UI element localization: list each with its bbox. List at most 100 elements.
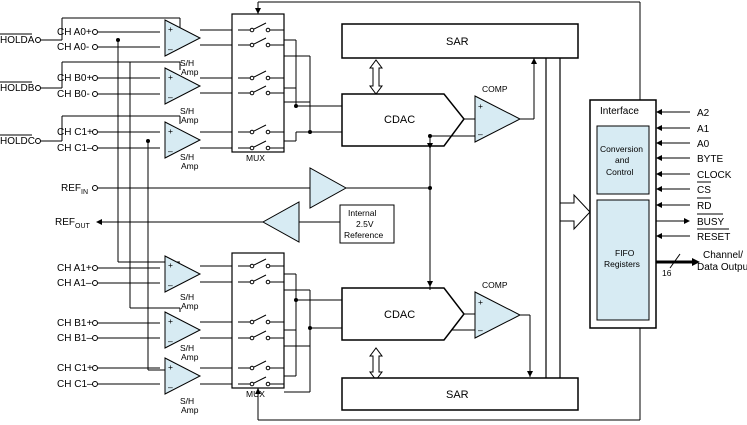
pin-reset: RESET bbox=[697, 232, 730, 243]
svg-text:–: – bbox=[478, 325, 483, 335]
sar-cdac-arrow-bottom bbox=[369, 347, 383, 381]
svg-text:S/H: S/H bbox=[180, 292, 194, 302]
mux-switch bbox=[249, 129, 255, 135]
mux-switch bbox=[253, 258, 267, 266]
mux-switch bbox=[249, 335, 255, 341]
pin-byte: BYTE bbox=[697, 154, 723, 165]
mux-switch bbox=[253, 85, 267, 93]
mux-switch bbox=[253, 330, 267, 338]
mux-switch bbox=[265, 335, 271, 341]
bottom-sh-amps: + – S/H Amp + – S/H Amp + – S/H Amp bbox=[164, 255, 238, 415]
ref-out-buffer bbox=[261, 201, 300, 243]
svg-text:+: + bbox=[168, 260, 173, 270]
sh-amp-b0 bbox=[164, 67, 202, 105]
mux-switch bbox=[249, 75, 255, 81]
svg-text:COMP: COMP bbox=[482, 280, 508, 290]
svg-text:S/H: S/H bbox=[180, 396, 194, 406]
bottom-converter: CDAC COMP + – SAR bbox=[341, 280, 579, 411]
ch-a0m-label: CH A0- bbox=[57, 42, 89, 53]
ch-c1m-top-label: CH C1– bbox=[57, 143, 93, 154]
ch-b0m-label: CH B0- bbox=[57, 89, 90, 100]
ref-buffer bbox=[309, 167, 348, 209]
svg-text:–: – bbox=[168, 146, 173, 156]
svg-text:S/H: S/H bbox=[180, 106, 194, 116]
mux-switch bbox=[265, 381, 271, 387]
svg-text:+: + bbox=[168, 316, 173, 326]
bus-width: 16 bbox=[662, 268, 672, 278]
mux-switch bbox=[265, 75, 271, 81]
mux-switch bbox=[265, 263, 271, 269]
svg-text:Amp: Amp bbox=[181, 67, 199, 77]
bottom-mux: MUX bbox=[231, 252, 344, 420]
top-converter: SAR CDAC COMP + – bbox=[341, 23, 579, 290]
mux-switch bbox=[253, 314, 267, 322]
svg-text:+: + bbox=[168, 72, 173, 82]
svg-text:Amp: Amp bbox=[181, 405, 199, 415]
sh-amp-b1 bbox=[164, 311, 202, 349]
svg-text:–: – bbox=[168, 280, 173, 290]
data-buses bbox=[258, 1, 641, 421]
pin-a2: A2 bbox=[697, 108, 710, 119]
mux-switch bbox=[249, 319, 255, 325]
ch-c1p-bot-label: CH C1+ bbox=[57, 363, 93, 374]
mux-switch bbox=[253, 274, 267, 282]
sar-bottom bbox=[341, 377, 579, 411]
svg-text:S/H: S/H bbox=[180, 58, 194, 68]
pin-a1: A1 bbox=[697, 124, 710, 135]
svg-text:COMP: COMP bbox=[482, 84, 508, 94]
svg-text:MUX: MUX bbox=[246, 153, 265, 163]
sh-amp-a1 bbox=[164, 255, 202, 293]
cdac-bottom bbox=[341, 287, 465, 341]
pin-a0: A0 bbox=[697, 139, 710, 150]
mux-switch bbox=[249, 279, 255, 285]
conversion-control-box bbox=[596, 125, 650, 195]
internal-reference bbox=[339, 204, 395, 244]
svg-text:–: – bbox=[168, 382, 173, 392]
sar-top bbox=[341, 23, 579, 59]
svg-text:Amp: Amp bbox=[181, 115, 199, 125]
mux-switch bbox=[249, 145, 255, 151]
mux-switch bbox=[265, 27, 271, 33]
interface-block: Interface Conversion and Control FIFO Re… bbox=[589, 99, 657, 329]
mux-switch bbox=[253, 376, 267, 384]
svg-text:–: – bbox=[168, 92, 173, 102]
svg-text:Registers: Registers bbox=[604, 259, 640, 269]
pin-busy: BUSY bbox=[697, 217, 725, 228]
ch-b1p-label: CH B1+ bbox=[57, 318, 92, 329]
ch-c1m-bot-label: CH C1– bbox=[57, 379, 93, 390]
mux-switch bbox=[253, 70, 267, 78]
svg-text:+: + bbox=[168, 126, 173, 136]
pin-clock: CLOCK bbox=[697, 170, 732, 181]
svg-text:2.5V: 2.5V bbox=[356, 219, 374, 229]
mux-switch bbox=[253, 140, 267, 148]
svg-text:+: + bbox=[168, 24, 173, 34]
svg-text:–: – bbox=[478, 129, 483, 139]
svg-text:–: – bbox=[168, 44, 173, 54]
svg-text:Control: Control bbox=[606, 167, 634, 177]
ref-in-label: REFIN bbox=[61, 183, 88, 196]
mux-switch bbox=[249, 42, 255, 48]
sh-amp-c1-bottom bbox=[164, 357, 202, 395]
mux-switch bbox=[265, 319, 271, 325]
svg-text:SAR: SAR bbox=[446, 36, 469, 48]
svg-text:Reference: Reference bbox=[344, 230, 383, 240]
mux-top-box bbox=[231, 13, 285, 153]
svg-text:SAR: SAR bbox=[446, 389, 469, 401]
ch-a1m-label: CH A1– bbox=[57, 278, 92, 289]
top-mux: MUX bbox=[231, 2, 344, 163]
bottom-channel-inputs: CH A1+ CH A1– CH B1+ CH B1– CH C1+ CH C1… bbox=[57, 62, 181, 390]
mux-switch bbox=[253, 22, 267, 30]
holdc-label: HOLDC bbox=[0, 136, 35, 147]
comp-bottom bbox=[474, 291, 522, 339]
top-sh-amps: + – S/H Amp + – S/H Amp + – S/H Amp bbox=[164, 19, 238, 171]
svg-text:+: + bbox=[478, 297, 483, 307]
svg-text:Internal: Internal bbox=[348, 208, 376, 218]
output-label-line1: Channel/ bbox=[703, 250, 743, 261]
holda-label: HOLDA bbox=[0, 35, 35, 46]
reference-section: REFIN REFOUT Internal 2.5V Reference bbox=[55, 167, 430, 244]
top-channel-inputs: CH A0+ CH A0- CH B0+ CH B0- CH C1+ CH C1… bbox=[57, 27, 160, 371]
right-pins: A2 A1 A0 BYTE CLOCK CS RD BUSY RESET bbox=[656, 108, 747, 278]
pin-rd: RD bbox=[697, 201, 711, 212]
